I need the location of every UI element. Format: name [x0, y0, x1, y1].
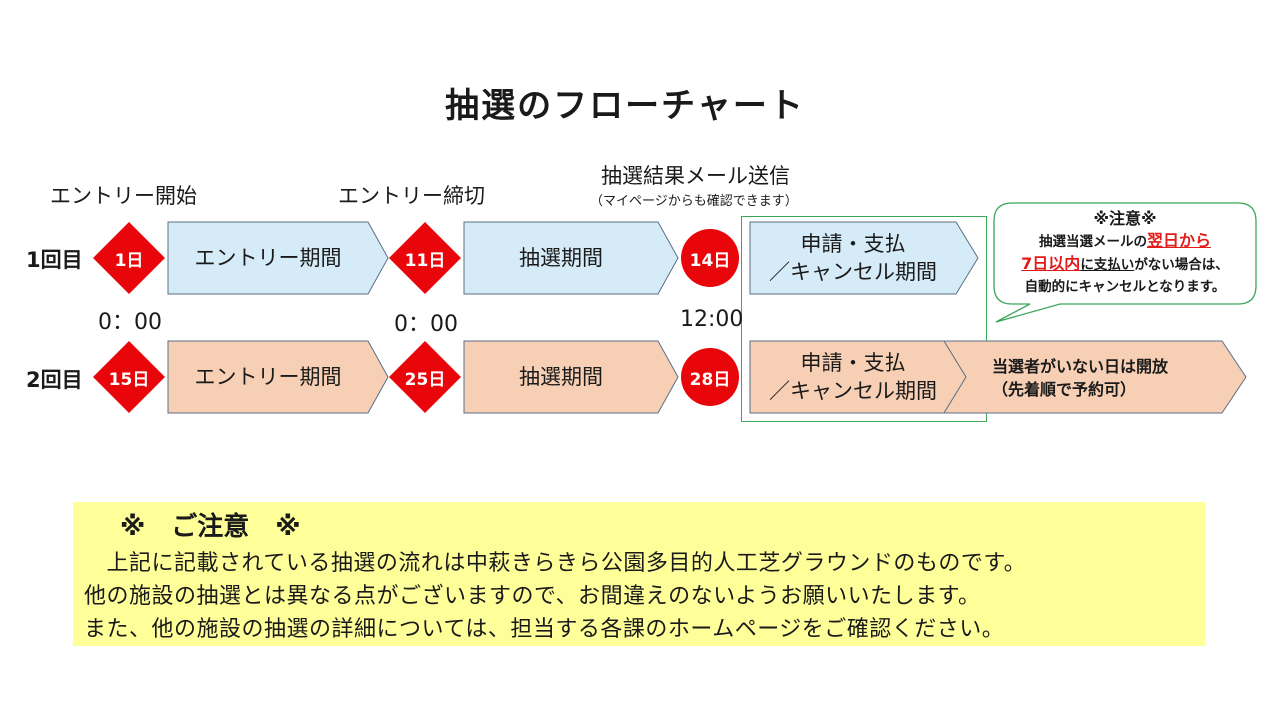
time-result-mail: 12:00	[680, 307, 744, 332]
row1-entry-period: エントリー期間	[194, 245, 342, 270]
notice-line-3: また、他の施設の抽選の詳細については、担当する各課のホームページをご確認ください…	[84, 617, 1005, 642]
row2-marker-1-diamond	[93, 341, 165, 413]
row2-marker-2-label: 25日	[404, 369, 446, 390]
row2-marker-2-diamond	[389, 341, 461, 413]
row2-open-arrow	[943, 340, 1247, 414]
row1-marker-1-diamond	[93, 222, 165, 294]
callout-title: ※注意※	[1093, 209, 1157, 228]
notice-heading: ※ ご注意 ※	[120, 512, 301, 542]
row1-marker-3-label: 14日	[689, 250, 731, 271]
row2-entry-arrow	[167, 340, 389, 414]
row2-marker-1-label: 15日	[108, 369, 150, 390]
callout-line2-red: 7日以内	[1021, 254, 1081, 273]
callout-line1-red: 翌日から	[1146, 231, 1211, 250]
callout-line1: 抽選当選メールの翌日から	[996, 230, 1254, 253]
open-note: 当選者がいない日は開放 （先着順で予約可）	[992, 355, 1168, 401]
callout-line1-prefix: 抽選当選メールの	[1038, 234, 1147, 250]
notice-box	[73, 502, 1205, 646]
notice-line-2: 他の施設の抽選とは異なる点がございますので、お間違えのないようお願いいたします。	[84, 584, 981, 609]
row1-marker-1-label: 1日	[114, 250, 144, 271]
row1-apply-period: 申請・支払 ／キャンセル期間	[750, 222, 956, 294]
row1-lottery-arrow	[463, 221, 679, 295]
entry-close-label: エントリー締切	[338, 184, 485, 208]
callout-line2-suffix: がない場合は、	[1134, 257, 1229, 273]
row2-marker-3-circle	[681, 348, 739, 406]
page-title: 抽選のフローチャート	[445, 86, 805, 126]
row2-entry-period: エントリー期間	[194, 364, 342, 389]
row1-apply-arrow	[749, 221, 979, 295]
row1-lottery-period: 抽選期間	[519, 245, 603, 270]
row2-apply-period: 申請・支払 ／キャンセル期間	[750, 341, 956, 413]
row1-apply-line2: ／キャンセル期間	[769, 260, 937, 284]
callout-line3: 自動的にキャンセルとなります。	[1024, 279, 1226, 295]
callout-line2-mid: に支払い	[1080, 257, 1135, 273]
result-mail-note: （マイページからも確認できます）	[590, 194, 798, 209]
result-mail-label: 抽選結果メール送信	[601, 164, 790, 188]
open-note-line2: （先着順で予約可）	[992, 380, 1137, 399]
row1-entry-arrow	[167, 221, 389, 295]
apply-period-highlight	[741, 216, 987, 422]
callout-text: ※注意※ 抽選当選メールの翌日から 7日以内に支払いがない場合は、 自動的にキャ…	[996, 208, 1254, 298]
callout-line2: 7日以内に支払いがない場合は、	[996, 253, 1254, 276]
row2-apply-line1: 申請・支払	[800, 350, 906, 375]
time-entry-close: 0：00	[394, 312, 458, 337]
row2-marker-3-label: 28日	[689, 369, 731, 390]
time-entry-start: 0：00	[98, 310, 162, 335]
row2-lottery-period: 抽選期間	[519, 364, 603, 389]
row-label-1: 1回目	[26, 248, 83, 272]
open-note-line1: 当選者がいない日は開放	[992, 357, 1169, 376]
callout-bubble	[993, 202, 1257, 323]
row-label-2: 2回目	[26, 368, 83, 392]
row2-apply-line2: ／キャンセル期間	[769, 379, 937, 403]
row1-marker-2-diamond	[389, 222, 461, 294]
row2-lottery-arrow	[463, 340, 679, 414]
notice-line-1: 上記に記載されている抽選の流れは中萩きらきら公園多目的人工芝グラウンドのものです…	[84, 551, 1027, 576]
entry-start-label: エントリー開始	[50, 184, 197, 208]
row1-marker-3-circle	[681, 229, 739, 287]
row1-marker-2-label: 11日	[404, 250, 446, 271]
row1-apply-line1: 申請・支払	[800, 231, 906, 256]
